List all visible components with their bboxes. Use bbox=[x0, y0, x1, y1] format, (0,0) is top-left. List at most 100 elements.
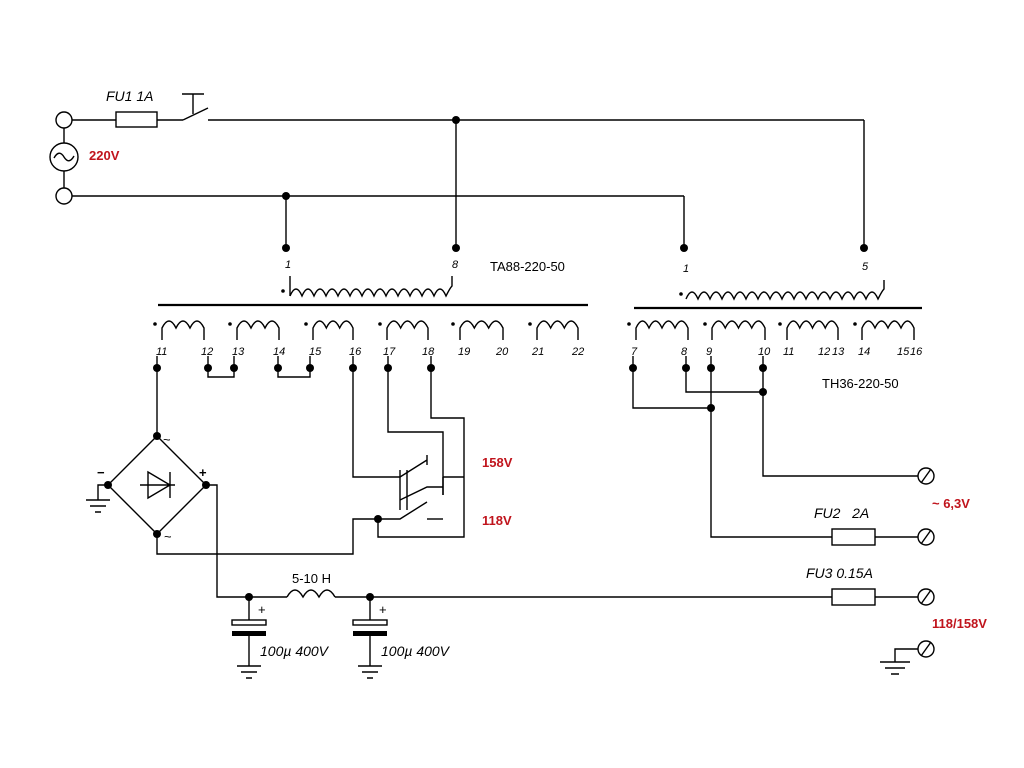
t1-secondary-winding-4 bbox=[386, 320, 429, 340]
t1-secondary-pin-14: 14 bbox=[273, 346, 285, 358]
t2-secondary-winding-1 bbox=[635, 320, 689, 340]
t2-secondary-winding-4 bbox=[861, 320, 915, 340]
cap2-label: 100µ 400V bbox=[381, 643, 451, 659]
bridge-ac-top-sign: ~ bbox=[163, 432, 171, 447]
t1-secondary-winding-3 bbox=[312, 320, 354, 340]
t2-secondary-pin-8: 8 bbox=[681, 346, 688, 358]
power-switch bbox=[182, 107, 209, 121]
switch-button-icon bbox=[182, 93, 204, 114]
t1-secondary-pin-13: 13 bbox=[232, 346, 245, 358]
cap2-plate-bottom bbox=[353, 631, 387, 636]
t1-model-label: TA88-220-50 bbox=[490, 259, 565, 274]
jumper-14-15 bbox=[277, 368, 311, 378]
mains-input: 220V FU1 1A bbox=[49, 88, 865, 248]
t1-secondary-winding-2-phase-dot bbox=[228, 322, 232, 326]
sine-wave-icon bbox=[53, 152, 75, 162]
ground-icon bbox=[880, 661, 910, 675]
t2-model-label: TH36-220-50 bbox=[822, 376, 899, 391]
wire-pin10 bbox=[762, 368, 918, 477]
t2-secondary-winding-2 bbox=[711, 320, 766, 340]
choke-label: 5-10 H bbox=[292, 571, 331, 586]
t1-secondary-winding-5-phase-dot bbox=[451, 322, 455, 326]
switch-high-label: 158V bbox=[482, 455, 513, 470]
cap1-plate-top bbox=[231, 619, 267, 626]
t1-secondary-winding-6 bbox=[536, 320, 579, 340]
t1-secondary-pin-19: 19 bbox=[458, 346, 470, 358]
cap1-ground-icon bbox=[237, 665, 261, 679]
t2-secondary-winding-3 bbox=[786, 320, 839, 340]
t1-secondary-winding-3-phase-dot bbox=[304, 322, 308, 326]
t1-secondary-winding-1 bbox=[161, 320, 205, 340]
t2-primary-pin-5: 5 bbox=[862, 261, 869, 273]
choke-coil bbox=[286, 589, 336, 599]
output-terminals: ~ 6,3V 118/158V bbox=[880, 467, 987, 675]
t1-secondary-windings bbox=[153, 320, 579, 340]
t1-primary-winding bbox=[289, 276, 453, 298]
fuse-fu2-label: FU2 2A bbox=[814, 505, 869, 521]
cap2-ground-icon bbox=[358, 665, 382, 679]
t2-primary-pin-1: 1 bbox=[683, 263, 689, 275]
t2-secondary-pin-16: 16 bbox=[910, 346, 923, 358]
t2-secondary-windings bbox=[627, 320, 915, 340]
cap2-plate-top bbox=[352, 619, 388, 626]
cap1-plate-bottom bbox=[232, 631, 266, 636]
cap1-plus-sign: + bbox=[258, 602, 266, 617]
switch-low-label: 118V bbox=[482, 513, 512, 528]
t1-secondary-pin-16: 16 bbox=[349, 346, 362, 358]
bridge-ac-bottom-sign: ~ bbox=[164, 529, 172, 544]
jumper-12-13 bbox=[207, 368, 235, 378]
wire-pin8 bbox=[685, 368, 763, 393]
t2-secondary-pin-9: 9 bbox=[706, 346, 712, 358]
t2-primary-winding bbox=[685, 280, 885, 301]
t1-secondary-pin-20: 20 bbox=[495, 346, 509, 358]
t1-secondary-pin-17: 17 bbox=[383, 346, 396, 358]
fuse-fu1 bbox=[115, 111, 158, 128]
wire-pin7 bbox=[632, 368, 711, 409]
bridge-rectifier: ~ ~ + − bbox=[86, 368, 378, 598]
t1-secondary-pin-18: 18 bbox=[422, 346, 435, 358]
t2-secondary-winding-3-phase-dot bbox=[778, 322, 782, 326]
t1-secondary-winding-6-phase-dot bbox=[528, 322, 532, 326]
fuse-fu1-label: FU1 1A bbox=[106, 88, 153, 104]
t2-secondary-winding-1-phase-dot bbox=[627, 322, 631, 326]
fuse-fu2 bbox=[831, 528, 876, 546]
anode-voltage-label: 118/158V bbox=[932, 616, 987, 631]
wire-pin9 bbox=[710, 368, 832, 538]
mains-voltage-label: 220V bbox=[89, 148, 120, 163]
t1-secondary-pin-21: 21 bbox=[531, 346, 544, 358]
t1-secondary-winding-1-phase-dot bbox=[153, 322, 157, 326]
t1-secondary-pin-22: 22 bbox=[571, 346, 584, 358]
t2-secondary-pin-12: 12 bbox=[818, 346, 830, 358]
lc-filter: 5-10 H + 100µ 400V + 100µ 400V FU3 0.15A bbox=[231, 565, 918, 679]
t2-secondary-pin-13: 13 bbox=[832, 346, 845, 358]
t1-secondary-pin-12: 12 bbox=[201, 346, 213, 358]
mains-terminal-bottom bbox=[55, 187, 73, 205]
t2-secondary-winding-2-phase-dot bbox=[703, 322, 707, 326]
t1-secondary-winding-5 bbox=[459, 320, 504, 340]
t1-primary-pin-8: 8 bbox=[452, 259, 459, 271]
mains-terminal-top bbox=[55, 111, 73, 129]
t2-secondary-pin-11: 11 bbox=[783, 346, 794, 358]
bridge-minus-sign: − bbox=[97, 465, 105, 480]
cap2-plus-sign: + bbox=[379, 602, 387, 617]
t2-secondary-winding-4-phase-dot bbox=[853, 322, 857, 326]
bridge-plus-sign: + bbox=[199, 465, 207, 480]
t2-secondary-pin-7: 7 bbox=[631, 346, 638, 358]
t1-primary-pin-1: 1 bbox=[285, 259, 291, 271]
t1-secondary-winding-4-phase-dot bbox=[378, 322, 382, 326]
fuse-fu3-label: FU3 0.15A bbox=[806, 565, 873, 581]
diode-icon bbox=[140, 470, 175, 500]
t2-secondary-pin-14: 14 bbox=[858, 346, 870, 358]
t1-secondary-pin-11: 11 bbox=[156, 346, 167, 358]
fuse-fu3 bbox=[831, 588, 876, 606]
voltage-selector-switch: 158V 118V bbox=[352, 368, 513, 538]
t1-secondary-winding-2 bbox=[236, 320, 280, 340]
t2-secondary-pin-10: 10 bbox=[758, 346, 771, 358]
cap1-label: 100µ 400V bbox=[260, 643, 330, 659]
t2-secondary-pin-15: 15 bbox=[897, 346, 910, 358]
